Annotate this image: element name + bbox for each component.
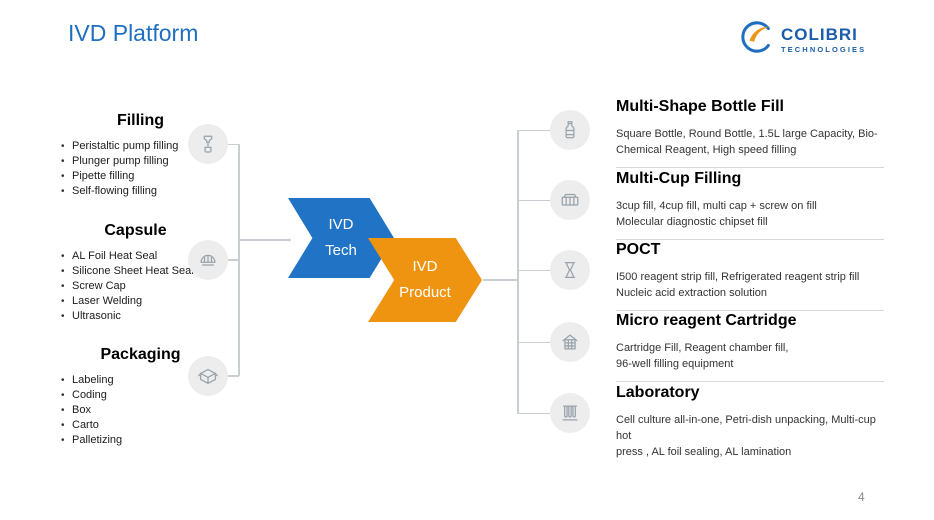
connector-line [228, 259, 239, 261]
list-item: Peristaltic pump filling [58, 139, 223, 154]
divider [616, 310, 884, 311]
connector-line [483, 279, 518, 281]
connector-line [518, 269, 550, 271]
divider [616, 239, 884, 240]
right-item-laboratory: Laboratory Cell culture all-in-one, Petr… [616, 384, 884, 460]
capsule-icon [188, 240, 228, 280]
test-tubes-icon [550, 393, 590, 433]
left-group-capsule: Capsule AL Foil Heat Seal Silicone Sheet… [58, 222, 213, 324]
bullet-list: Labeling Coding Box Carto Palletizing [58, 373, 223, 448]
arrow-label-line: Product [399, 284, 451, 301]
item-title: Multi-Shape Bottle Fill [616, 98, 784, 115]
list-item: Box [58, 403, 223, 418]
connector-line [228, 143, 239, 145]
item-description: Cartridge Fill, Reagent chamber fill, 96… [616, 342, 789, 370]
list-item: Laser Welding [58, 294, 213, 309]
company-logo: COLIBRI TECHNOLOGIES [740, 20, 866, 59]
item-description: I500 reagent strip fill, Refrigerated re… [616, 271, 860, 299]
list-item: Self-flowing filling [58, 184, 223, 199]
list-item: Carto [58, 418, 223, 433]
connector-line [517, 129, 519, 414]
arrow-label-line: IVD [328, 216, 354, 233]
connector-line [239, 239, 291, 241]
item-title: POCT [616, 241, 661, 258]
connector-line [518, 412, 550, 414]
right-item-multi-cup-filling: Multi-Cup Filling 3cup fill, 4cup fill, … [616, 170, 884, 240]
item-description: 3cup fill, 4cup fill, multi cap + screw … [616, 200, 817, 228]
right-item-multi-shape-bottle-fill: Multi-Shape Bottle Fill Square Bottle, R… [616, 98, 884, 168]
divider [616, 167, 884, 168]
divider [616, 381, 884, 382]
list-item: Coding [58, 388, 223, 403]
connector-line [518, 341, 550, 343]
bullet-list: Peristaltic pump filling Plunger pump fi… [58, 139, 223, 199]
bullet-list: AL Foil Heat Seal Silicone Sheet Heat Se… [58, 249, 213, 324]
connector-line [228, 375, 239, 377]
logo-brand: COLIBRI [781, 24, 858, 44]
arrow-label-line: Tech [325, 242, 357, 259]
list-item: Pipette filling [58, 169, 223, 184]
list-item: Ultrasonic [58, 309, 213, 324]
page-title: IVD Platform [68, 20, 199, 46]
colibri-logo-icon [740, 20, 774, 59]
bottle-icon [550, 110, 590, 150]
item-title: Micro reagent Cartridge [616, 312, 797, 329]
item-description: Cell culture all-in-one, Petri-dish unpa… [616, 414, 876, 458]
connector-line [238, 143, 240, 376]
list-item: Labeling [58, 373, 223, 388]
list-item: Screw Cap [58, 279, 213, 294]
right-item-micro-reagent-cartridge: Micro reagent Cartridge Cartridge Fill, … [616, 312, 884, 382]
group-title: Capsule [104, 222, 167, 239]
packaging-box-icon [188, 356, 228, 396]
arrow-label-line: IVD [412, 258, 438, 275]
list-item: Palletizing [58, 433, 223, 448]
connector-line [518, 129, 550, 131]
connector-line [518, 199, 550, 201]
logo-text: COLIBRI TECHNOLOGIES [781, 26, 866, 54]
multi-cup-tray-icon [550, 180, 590, 220]
right-item-poct: POCT I500 reagent strip fill, Refrigerat… [616, 241, 884, 311]
cartridge-chamber-icon [550, 322, 590, 362]
group-title: Packaging [100, 346, 181, 363]
ivd-product-arrow: IVD Product [368, 238, 482, 322]
list-item: Silicone Sheet Heat Seal [58, 264, 213, 279]
left-group-packaging: Packaging Labeling Coding Box Carto Pall… [58, 346, 223, 448]
logo-subtitle: TECHNOLOGIES [781, 44, 867, 54]
filling-machine-icon [188, 124, 228, 164]
item-title: Multi-Cup Filling [616, 170, 742, 187]
item-title: Laboratory [616, 384, 700, 401]
item-description: Square Bottle, Round Bottle, 1.5L large … [616, 128, 878, 156]
list-item: AL Foil Heat Seal [58, 249, 213, 264]
list-item: Plunger pump filling [58, 154, 223, 169]
left-group-filling: Filling Peristaltic pump filling Plunger… [58, 112, 223, 199]
page-number: 4 [858, 490, 865, 504]
group-title: Filling [116, 112, 165, 129]
hourglass-strip-icon [550, 250, 590, 290]
